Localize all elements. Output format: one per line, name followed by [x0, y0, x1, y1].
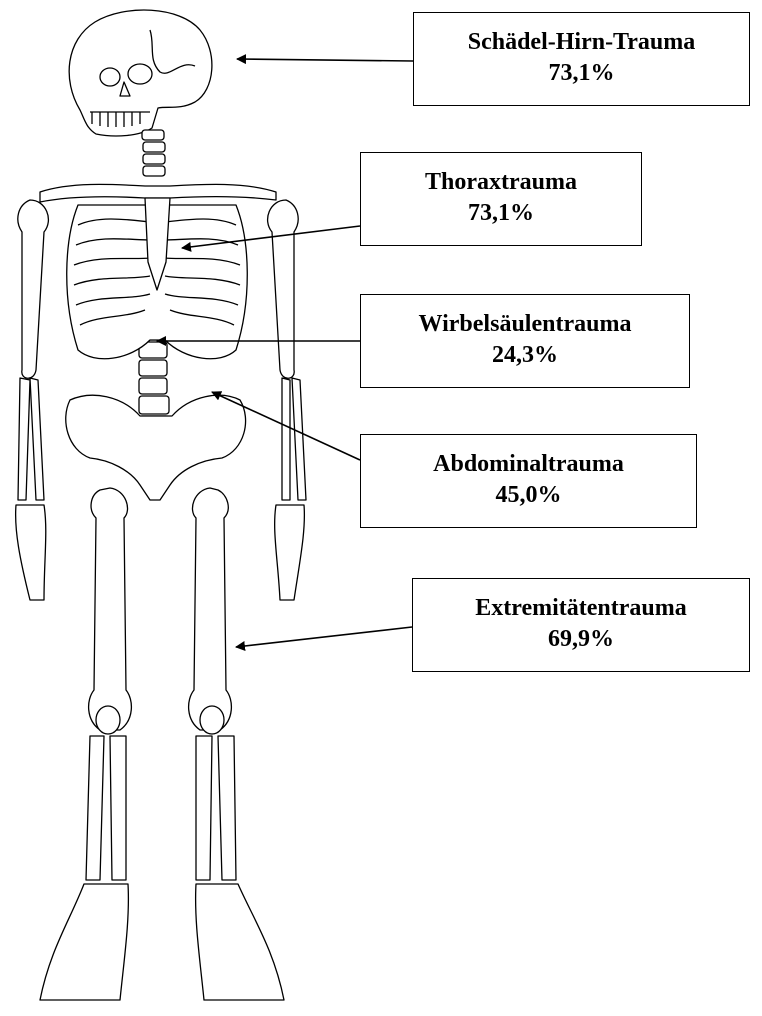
rib-cage: [67, 198, 248, 359]
label-name: Wirbelsäulentrauma: [419, 309, 632, 340]
label-name: Thoraxtrauma: [425, 167, 577, 198]
skull: [69, 10, 212, 136]
label-value: 69,9%: [548, 624, 614, 655]
label-schaedel-hirn-trauma: Schädel-Hirn-Trauma 73,1%: [413, 12, 750, 106]
label-wirbelsaeulentrauma: Wirbelsäulentrauma 24,3%: [360, 294, 690, 388]
label-value: 24,3%: [492, 340, 558, 371]
legs: [40, 488, 284, 1000]
label-value: 45,0%: [496, 480, 562, 511]
label-name: Schädel-Hirn-Trauma: [468, 27, 696, 58]
label-abdominaltrauma: Abdominaltrauma 45,0%: [360, 434, 697, 528]
label-thoraxtrauma: Thoraxtrauma 73,1%: [360, 152, 642, 246]
label-extremitaetentrauma: Extremitätentrauma 69,9%: [412, 578, 750, 672]
label-value: 73,1%: [549, 58, 615, 89]
label-name: Extremitätentrauma: [475, 593, 687, 624]
label-name: Abdominaltrauma: [433, 449, 624, 480]
label-value: 73,1%: [468, 198, 534, 229]
